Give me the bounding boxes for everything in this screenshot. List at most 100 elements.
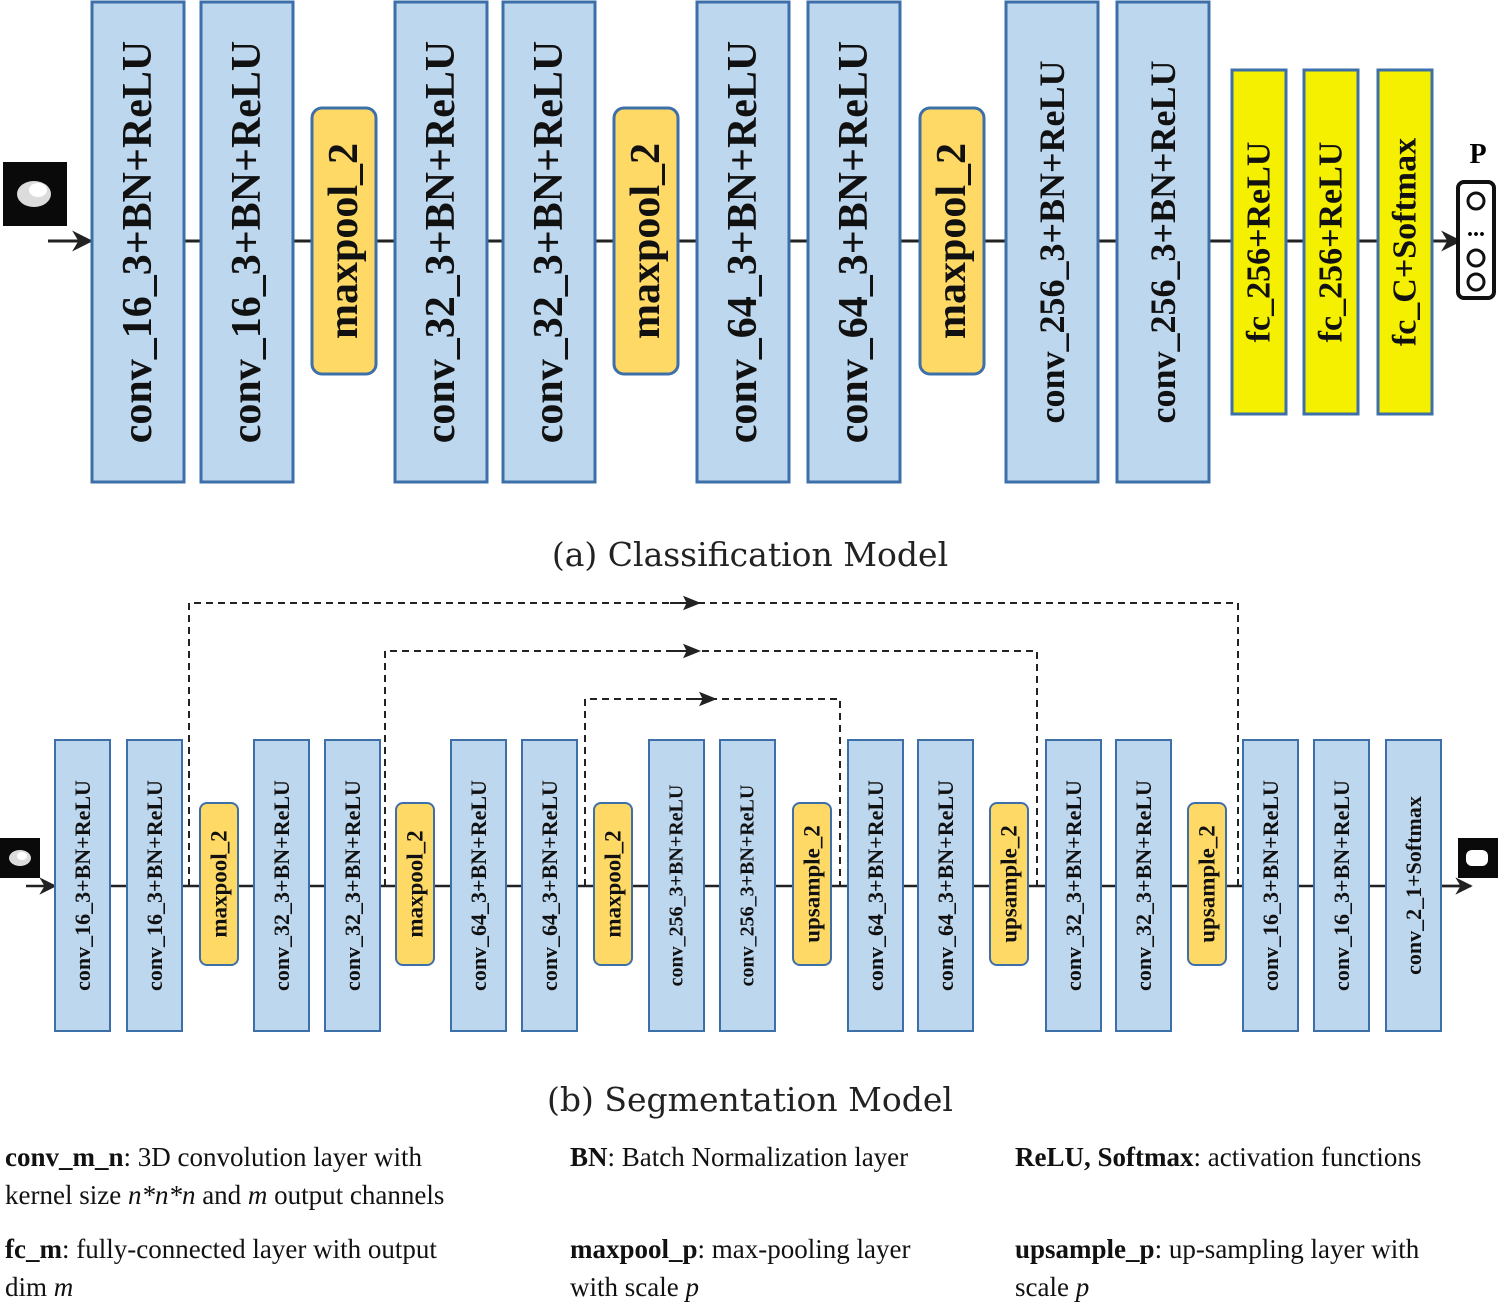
legend-term: maxpool_p [570, 1234, 698, 1264]
layer-box [648, 739, 705, 1032]
layer-box [1230, 68, 1288, 416]
layer-box [918, 106, 986, 376]
layer-box [1313, 739, 1370, 1032]
layer-box [593, 802, 633, 966]
legend-upsample: upsample_p: up-sampling layer with scale… [1015, 1230, 1419, 1306]
classification-layer-conv: conv_64_3+BN+ReLU [695, 0, 791, 484]
segmentation-layer-conv: conv_32_3+BN+ReLU [1115, 739, 1172, 1032]
output-mask-image [1458, 838, 1498, 878]
legend-var: n*n*n [127, 1180, 196, 1210]
layer-box [695, 0, 791, 484]
layer-label: maxpool_2 [623, 143, 669, 339]
layer-label: conv_32_3+BN+ReLU [1061, 780, 1086, 991]
layer-label: fc_256+ReLU [1313, 142, 1350, 343]
layer-box [126, 739, 183, 1032]
input-volume-image [3, 162, 67, 226]
legend-text: with scale [570, 1272, 686, 1302]
layer-label: conv_16_3+BN+ReLU [1258, 780, 1283, 991]
layer-box [1385, 739, 1442, 1032]
layer-box [989, 802, 1029, 966]
layer-label: upsample_2 [800, 825, 825, 943]
layer-label: conv_32_3+BN+ReLU [269, 780, 294, 991]
layer-label: conv_16_3+BN+ReLU [1329, 780, 1354, 991]
classification-layer-conv: conv_256_3+BN+ReLU [1004, 0, 1100, 484]
layer-label: conv_64_3+BN+ReLU [831, 41, 877, 444]
layer-label: conv_64_3+BN+ReLU [466, 780, 491, 991]
legend-text: kernel size [5, 1180, 128, 1210]
layer-box [1115, 0, 1211, 484]
layer-label: conv_2_1+Softmax [1401, 796, 1426, 975]
classification-layer-conv: conv_32_3+BN+ReLU [501, 0, 597, 484]
layer-box [719, 739, 776, 1032]
layer-label: conv_16_3+BN+ReLU [142, 780, 167, 991]
segmentation-model: conv_16_3+BN+ReLU conv_16_3+BN+ReLU maxpoo… [0, 595, 1498, 1032]
legend-text: : activation functions [1193, 1142, 1422, 1172]
segmentation-layer-conv: conv_64_3+BN+ReLU [847, 739, 904, 1032]
layer-label: conv_256_3+BN+ReLU [1032, 60, 1072, 423]
classification-layer-fc: fc_C+Softmax [1376, 68, 1434, 416]
svg-text:...: ... [1467, 216, 1485, 242]
legend-text: : Batch Normalization layer [607, 1142, 909, 1172]
layer-box [1187, 802, 1227, 966]
segmentation-layer-pool: upsample_2 [1187, 802, 1227, 966]
layer-label: upsample_2 [1195, 825, 1220, 943]
layer-box [501, 0, 597, 484]
layer-box [792, 802, 832, 966]
layer-label: conv_64_3+BN+ReLU [537, 780, 562, 991]
segmentation-layer-pool: maxpool_2 [199, 802, 239, 966]
classification-layer-conv: conv_64_3+BN+ReLU [806, 0, 902, 484]
segmentation-layer-pool: maxpool_2 [593, 802, 633, 966]
caption-segmentation: (b) Segmentation Model [547, 1080, 953, 1119]
layer-label: conv_64_3+BN+ReLU [933, 780, 958, 991]
legend-conv: conv_m_n: 3D convolution layer with kern… [5, 1138, 444, 1214]
layer-box [1004, 0, 1100, 484]
layer-box [393, 0, 489, 484]
input-volume-image [0, 838, 40, 878]
classification-layer-conv: conv_32_3+BN+ReLU [393, 0, 489, 484]
legend-text: : up-sampling layer with [1154, 1234, 1420, 1264]
layer-label: maxpool_2 [601, 830, 626, 937]
legend-text: : fully-connected layer with output [61, 1234, 437, 1264]
legend-term: BN [570, 1142, 608, 1172]
layer-label: conv_64_3+BN+ReLU [720, 41, 766, 444]
layer-box [450, 739, 507, 1032]
legend-var: p [1075, 1272, 1090, 1302]
legend-text: : max-pooling layer [697, 1234, 911, 1264]
layer-box [1302, 68, 1360, 416]
segmentation-layer-pool: upsample_2 [989, 802, 1029, 966]
classification-layer-conv: conv_16_3+BN+ReLU [199, 0, 295, 484]
segmentation-layer-conv: conv_16_3+BN+ReLU [1313, 739, 1370, 1032]
legend-maxpool: maxpool_p: max-pooling layer with scale … [570, 1230, 910, 1306]
legend-text: and [195, 1180, 248, 1210]
layer-label: maxpool_2 [929, 143, 975, 339]
classification-layer-pool: maxpool_2 [310, 106, 378, 376]
classification-layer-conv: conv_16_3+BN+ReLU [90, 0, 186, 484]
classification-model: conv_16_3+BN+ReLU conv_16_3+BN+ReLU maxpoo… [3, 0, 1496, 484]
legend-term: fc_m [5, 1234, 62, 1264]
layer-label: conv_16_3+BN+ReLU [115, 41, 161, 444]
legend-text: scale [1015, 1272, 1076, 1302]
output-label: P [1469, 139, 1486, 170]
layer-label: maxpool_2 [321, 143, 367, 339]
classification-layer-pool: maxpool_2 [612, 106, 680, 376]
classification-layer-pool: maxpool_2 [918, 106, 986, 376]
skip-connection-16 [188, 602, 1239, 886]
legend-text: : 3D convolution layer with [123, 1142, 422, 1172]
layer-box [1376, 68, 1434, 416]
legend-var: m [247, 1180, 268, 1210]
layer-label: conv_32_3+BN+ReLU [1131, 780, 1156, 991]
legend-term: conv_m_n [5, 1142, 124, 1172]
layer-box [521, 739, 578, 1032]
layer-label: conv_16_3+BN+ReLU [70, 780, 95, 991]
segmentation-layer-conv: conv_256_3+BN+ReLU [648, 739, 705, 1032]
layer-box [310, 106, 378, 376]
layer-label: conv_16_3+BN+ReLU [224, 41, 270, 444]
layer-box [1242, 739, 1299, 1032]
layer-box [54, 739, 111, 1032]
segmentation-layer-conv: conv_16_3+BN+ReLU [1242, 739, 1299, 1032]
legend-text: output channels [267, 1180, 445, 1210]
layer-box [324, 739, 381, 1032]
segmentation-layer-conv: conv_64_3+BN+ReLU [450, 739, 507, 1032]
layer-label: conv_32_3+BN+ReLU [340, 780, 365, 991]
